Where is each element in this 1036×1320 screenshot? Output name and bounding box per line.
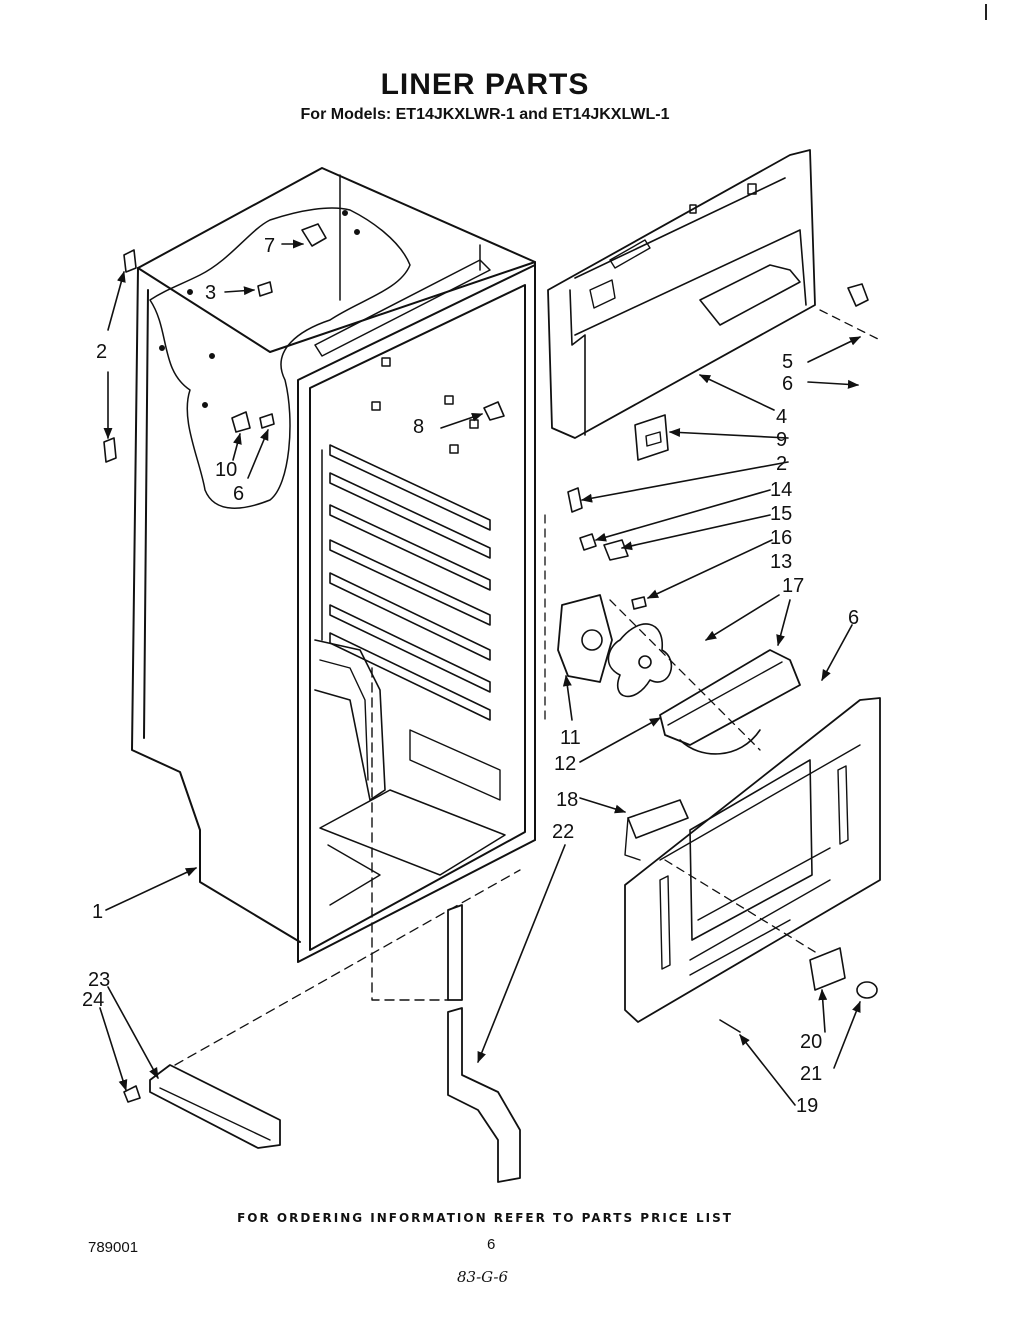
callout-7: 7 [264, 235, 275, 257]
callout-4: 4 [776, 406, 787, 428]
callout-5: 5 [782, 351, 793, 373]
callout-23: 23 [88, 969, 110, 991]
callout-14: 14 [770, 479, 792, 501]
liner-cabinet [131, 167, 536, 1001]
callout-16: 16 [770, 527, 792, 549]
callout-17: 17 [782, 575, 804, 597]
callout-3: 3 [205, 282, 216, 304]
callout-12: 12 [554, 753, 576, 775]
page-subtitle: For Models: ET14JKXLWR-1 and ET14JKXLWL-… [300, 106, 670, 123]
callout-2: 2 [776, 453, 787, 475]
page-number: 6 [487, 1236, 496, 1253]
rail-bracket [123, 869, 521, 1149]
handwritten-note: 83-G-6 [457, 1268, 509, 1286]
callout-9: 9 [776, 429, 787, 451]
callout-24: 24 [82, 989, 104, 1011]
callout-1: 1 [92, 901, 103, 923]
callout-21: 21 [800, 1063, 822, 1085]
callout-6: 6 [233, 483, 244, 505]
corner-mark [985, 4, 987, 20]
callout-22: 22 [552, 821, 574, 843]
callout-2: 2 [96, 341, 107, 363]
lower-cover-panel [624, 697, 881, 1033]
callout-10: 10 [215, 459, 237, 481]
callout-11: 11 [560, 727, 581, 749]
callout-20: 20 [800, 1031, 822, 1053]
small-parts-left [103, 223, 505, 463]
evaporator-cover [547, 149, 881, 461]
callout-15: 15 [770, 503, 792, 525]
page-title: LINER PARTS [380, 68, 590, 101]
drain-tube [447, 904, 521, 1183]
callout-19: 19 [796, 1095, 818, 1117]
document-number: 789001 [88, 1239, 139, 1256]
callout-13: 13 [770, 551, 792, 573]
callout-18: 18 [556, 789, 578, 811]
leader-lines [99, 239, 862, 1106]
callout-8: 8 [413, 416, 424, 438]
fan-motor-assembly [544, 487, 801, 755]
callout-6: 6 [782, 373, 793, 395]
callout-labels: 2 3 7 8 10 6 1 5 6 4 9 2 14 15 16 13 17 … [82, 235, 859, 1117]
callout-6: 6 [848, 607, 859, 629]
ordering-footer: FOR ORDERING INFORMATION REFER TO PARTS … [237, 1211, 733, 1225]
